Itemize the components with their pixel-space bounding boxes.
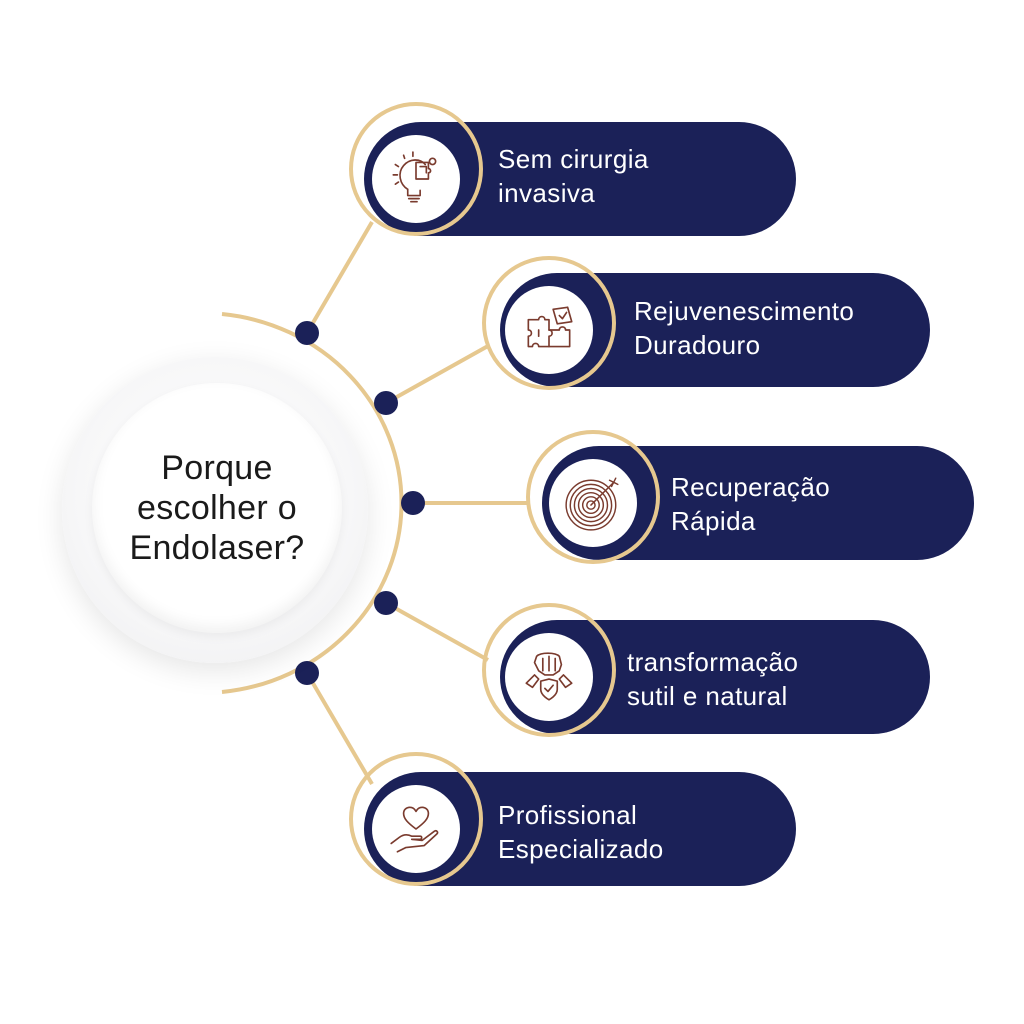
icon-ring-3: [526, 430, 660, 564]
icon-ring-2: [482, 256, 616, 390]
connector-line-1: [305, 220, 374, 335]
icon-circle-3: [549, 459, 637, 547]
center-title-line-1: Porque: [161, 448, 273, 487]
icon-ring-5: [349, 752, 483, 886]
item-label-3-line-1: Recuperação: [671, 472, 831, 502]
item-label-5-line-2: Especializado: [498, 834, 664, 864]
item-label-2-line-1: Rejuvenescimento: [634, 296, 855, 326]
center-circle-inner: [92, 383, 342, 633]
item-label-4-line-1: transformação: [627, 647, 799, 677]
center-title: Porque escolher o Endolaser?: [92, 383, 342, 633]
connector-line-4: [385, 601, 489, 662]
icon-circle-4: [505, 633, 593, 721]
node-dot-5: [295, 661, 319, 685]
item-label-3: Recuperação Rápida: [671, 470, 830, 538]
target-icon: [565, 477, 619, 531]
item-label-4: transformação sutil e natural: [627, 645, 798, 713]
icon-circle-1: [372, 135, 460, 223]
item-label-1: Sem cirurgia invasiva: [498, 142, 649, 210]
item-label-2-line-2: Duradouro: [634, 330, 761, 360]
lightbulb-puzzle-icon: [392, 151, 437, 203]
item-label-4-line-2: sutil e natural: [627, 681, 788, 711]
item-label-5-line-1: Profissional: [498, 800, 638, 830]
item-label-1-line-2: invasiva: [498, 178, 596, 208]
icon-circle-2: [505, 286, 593, 374]
connector-line-2: [385, 344, 489, 405]
item-label-5: Profissional Especializado: [498, 798, 664, 866]
node-dot-4: [374, 591, 398, 615]
icon-circle-5: [372, 785, 460, 873]
item-label-3-line-2: Rápida: [671, 506, 756, 536]
heart-hand-icon: [390, 806, 439, 853]
node-dot-2: [374, 391, 398, 415]
item-label-1-line-1: Sem cirurgia: [498, 144, 649, 174]
puzzle-icon: [527, 306, 573, 348]
center-title-line-3: Endolaser?: [129, 529, 305, 568]
node-dot-1: [295, 321, 319, 345]
icon-ring-1: [349, 102, 483, 236]
handshake-shield-icon: [525, 652, 573, 701]
center-title-line-2: escolher o: [137, 488, 297, 527]
connector-line-5: [305, 671, 374, 786]
item-label-2: Rejuvenescimento Duradouro: [634, 294, 854, 362]
icon-ring-4: [482, 603, 616, 737]
node-dot-3: [401, 491, 425, 515]
